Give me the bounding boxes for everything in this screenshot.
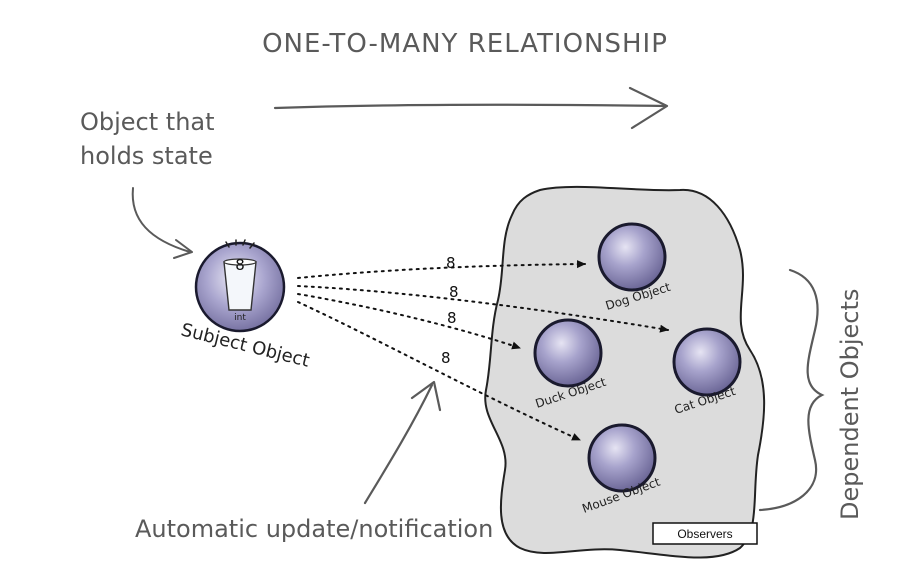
diagram-title: ONE-TO-MANY RELATIONSHIP [262,29,668,59]
duck-object [533,318,603,388]
automatic-update-arrow [363,380,442,505]
state-holder-note-line1: Object that [80,108,215,136]
observers-box: Observers [652,522,758,545]
relationship-arrow [273,86,669,130]
notify-arrow-duck [297,293,521,350]
state-holder-note-line2: holds state [80,142,213,170]
dependent-objects-note: Dependent Objects [836,289,864,520]
notification-arrows [297,260,669,441]
observers-label: Observers [677,527,732,541]
sparkle-lines [225,239,255,249]
notify-value-duck: 8 [447,309,457,327]
notify-arrow-dog [297,260,586,279]
notify-value-cat: 8 [449,283,459,301]
subject-object: 8 int [194,239,286,333]
notify-value-dog: 8 [446,254,456,272]
notify-arrow-mouse [297,301,581,441]
automatic-update-note: Automatic update/notification [135,515,493,543]
cat-object [672,327,742,397]
dependents-region [484,185,766,559]
dependents-brace [758,268,825,512]
mouse-object [587,423,657,493]
subject-value: 8 [235,256,245,274]
subject-type-label: int [234,313,246,323]
notify-value-mouse: 8 [441,349,451,367]
dog-object [597,222,667,292]
state-holder-arrow [131,187,193,259]
notify-arrow-cat [297,285,669,333]
